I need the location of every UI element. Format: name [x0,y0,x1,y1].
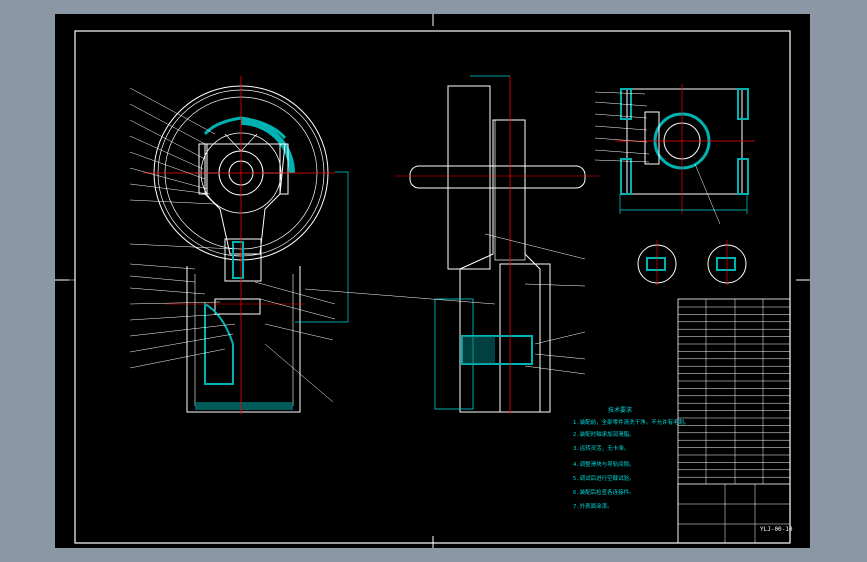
notes-title: 技术要求 [608,406,632,414]
note-line: 6.装配后检查各连接件。 [573,488,635,496]
cad-drawing-canvas[interactable]: 技术要求 1.装配前，全部零件清洗干净。不允许有毛刺。 2.装配时轴承加润滑脂。… [55,14,810,548]
side-view [304,75,600,414]
drawing-sheet: 技术要求 1.装配前，全部零件清洗干净。不允许有毛刺。 2.装配时轴承加润滑脂。… [55,14,810,548]
parts-list-table: YLJ-00-10 [677,298,793,544]
note-line: 2.装配时轴承加润滑脂。 [573,430,635,438]
note-line: 5.调试后进行空载试验。 [573,474,635,482]
note-line: 7.外表面涂漆。 [573,502,613,510]
drawing-number: YLJ-00-10 [760,526,793,533]
top-view [594,84,755,225]
note-line: 3.运转灵活，无卡滞。 [573,444,629,452]
technical-notes: 技术要求 1.装配前，全部零件清洗干净。不允许有毛刺。 2.装配时轴承加润滑脂。… [573,406,690,510]
drawing-frame [55,14,810,548]
note-line: 4.调整滑块与导轨间隙。 [573,460,635,468]
detail-views [637,240,747,286]
front-view [129,76,349,414]
note-line: 1.装配前，全部零件清洗干净。不允许有毛刺。 [573,418,690,426]
